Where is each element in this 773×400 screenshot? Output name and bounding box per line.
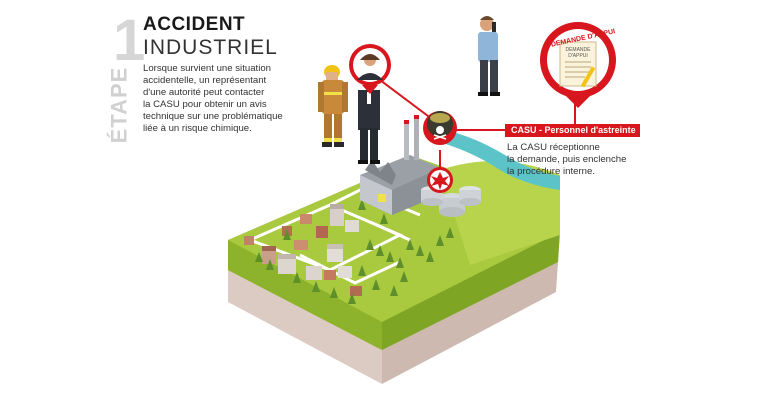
step-label-text: ÉTAPE (106, 66, 132, 144)
casu-description-line: La CASU réceptionne (507, 142, 600, 153)
title-line-2: INDUSTRIEL (143, 36, 278, 59)
description-line: accidentelle, un représentant (143, 75, 267, 86)
description-line: la CASU pour obtenir un avis (143, 99, 267, 110)
toxic-hazard-badge (423, 111, 457, 145)
official-figure (358, 90, 380, 164)
description: Lorsque survient une situation accidente… (143, 63, 303, 135)
step-number: 1 (113, 8, 146, 73)
village-buildings (244, 204, 362, 296)
factory (360, 115, 440, 215)
description-line: d'une autorité peut contacter (143, 87, 265, 98)
description-line: technique sur une problématique (143, 111, 283, 122)
description-line: liée à un risque chimique. (143, 123, 252, 134)
official-badge (349, 44, 391, 94)
description-line: Lorsque survient une situation (143, 63, 271, 74)
trees (255, 199, 454, 304)
form-inner-title: DEMANDE D'APPUI (565, 47, 591, 59)
casu-description: La CASU réceptionne la demande, puis enc… (507, 142, 627, 178)
casu-description-line: la demande, puis enclenche (507, 154, 627, 165)
request-form-badge (540, 22, 616, 108)
casu-description-line: la procédure interne. (507, 166, 595, 177)
title-line-1: ACCIDENT (143, 14, 246, 35)
phone-caller-figure (478, 16, 500, 96)
casu-band-label: CASU - Personnel d'astreinte (505, 124, 640, 137)
firefighter-figure (318, 65, 348, 147)
step-label: ÉTAPE (103, 62, 143, 144)
explosion-hazard-badge (427, 167, 453, 193)
